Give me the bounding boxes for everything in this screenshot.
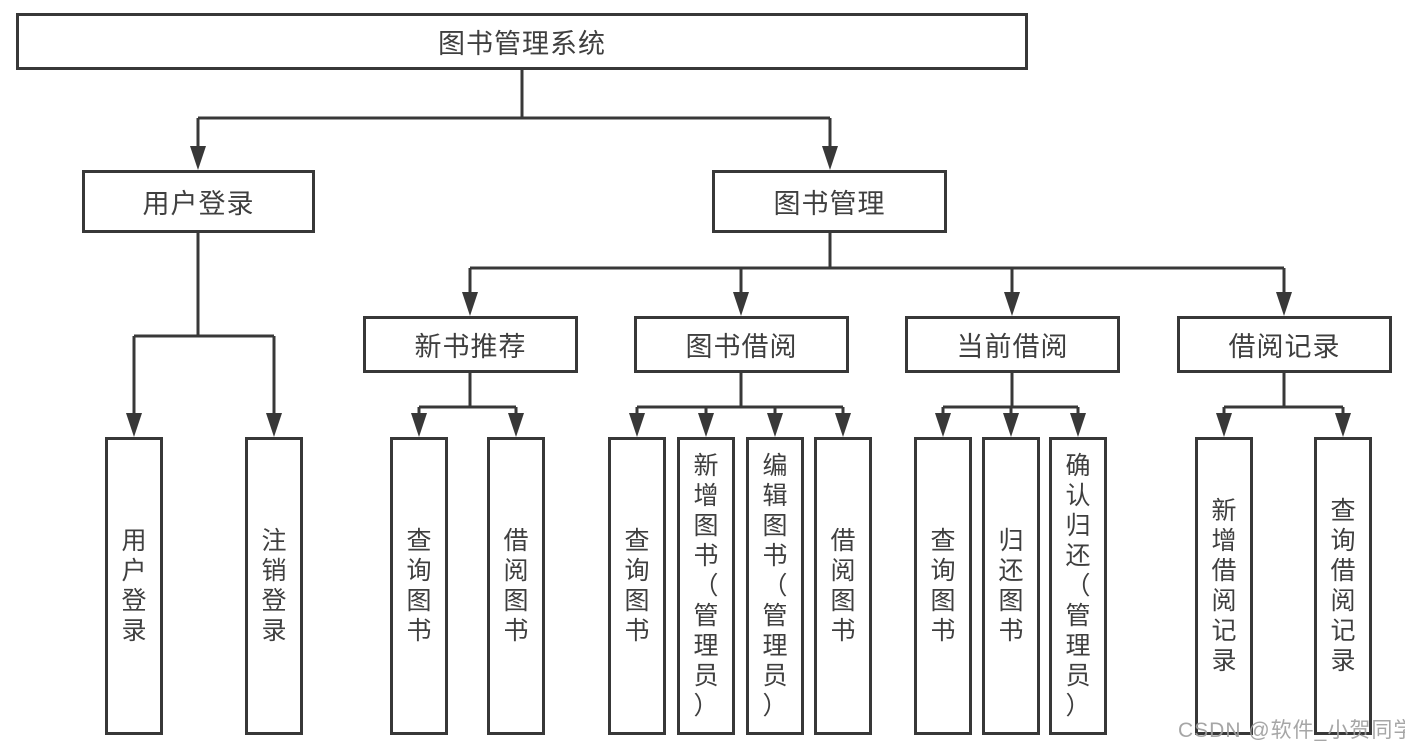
leaf-add-book-admin: 新增图书（管理员） <box>677 437 735 735</box>
leaf-confirm-return-admin: 确认归还（管理员） <box>1049 437 1107 735</box>
leaf-label: 查询图书 <box>624 527 650 645</box>
leaf-borrow-books-recommend: 借阅图书 <box>487 437 545 735</box>
node-label: 图书管理 <box>773 189 886 219</box>
leaf-label: 归还图书 <box>998 527 1024 645</box>
leaf-edit-book-admin: 编辑图书（管理员） <box>746 437 804 735</box>
leaf-label: 编辑图书（管理员） <box>762 452 788 720</box>
node-label: 当前借阅 <box>956 332 1069 362</box>
leaf-return-book: 归还图书 <box>982 437 1040 735</box>
csdn-watermark: CSDN @软件_小贺同学 <box>1178 719 1405 742</box>
leaf-borrow-books: 借阅图书 <box>814 437 872 735</box>
node-label: 图书管理系统 <box>438 29 606 59</box>
node-label: 借阅记录 <box>1228 332 1341 362</box>
leaf-logout: 注销登录 <box>245 437 303 735</box>
leaf-label: 用户登录 <box>121 527 147 645</box>
leaf-query-books-current: 查询图书 <box>914 437 972 735</box>
node-new-book-recommendation: 新书推荐 <box>363 316 578 373</box>
leaf-label: 确认归还（管理员） <box>1065 452 1091 720</box>
leaf-label: 查询图书 <box>406 527 432 645</box>
leaf-query-books-recommend: 查询图书 <box>390 437 448 735</box>
node-label: 用户登录 <box>142 189 255 219</box>
leaf-label: 查询图书 <box>930 527 956 645</box>
node-borrowing-records: 借阅记录 <box>1177 316 1392 373</box>
leaf-label: 借阅图书 <box>503 527 529 645</box>
node-label: 新书推荐 <box>414 332 527 362</box>
node-book-borrowing: 图书借阅 <box>634 316 849 373</box>
connector-root-to-level2 <box>190 70 838 170</box>
connector-current-to-leaves <box>935 373 1086 437</box>
leaf-query-borrow-record: 查询借阅记录 <box>1314 437 1372 735</box>
leaf-label: 查询借阅记录 <box>1330 497 1356 675</box>
node-library-management-system: 图书管理系统 <box>16 13 1028 70</box>
node-user-login: 用户登录 <box>82 170 315 233</box>
node-current-borrowing: 当前借阅 <box>905 316 1120 373</box>
leaf-label: 注销登录 <box>261 527 287 645</box>
node-book-management: 图书管理 <box>712 170 947 233</box>
connector-records-to-leaves <box>1216 373 1351 437</box>
leaf-query-books-borrow: 查询图书 <box>608 437 666 735</box>
leaf-add-borrow-record: 新增借阅记录 <box>1195 437 1253 735</box>
leaf-label: 新增借阅记录 <box>1211 497 1237 675</box>
leaf-label: 借阅图书 <box>830 527 856 645</box>
connector-userlogin-to-leaves <box>126 233 282 437</box>
connector-bookmgmt-to-level3 <box>462 233 1292 316</box>
leaf-user-login: 用户登录 <box>105 437 163 735</box>
connector-recommend-to-leaves <box>411 373 524 437</box>
node-label: 图书借阅 <box>685 332 798 362</box>
leaf-label: 新增图书（管理员） <box>693 452 719 720</box>
connector-borrow-to-leaves <box>629 373 851 437</box>
